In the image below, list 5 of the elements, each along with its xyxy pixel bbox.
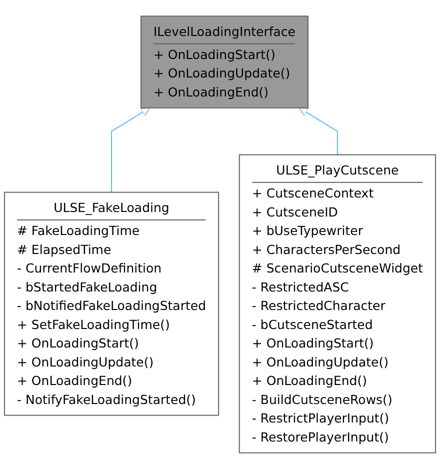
- node-box: ILevelLoadingInterface + OnLoadingStart() + OnLoadingUpdate() + OnLoadingEnd(): [140, 16, 309, 108]
- node-box: ULSE_PlayCutscene + CutsceneContext + CutsceneID + bUseTypewriter + CharactersPerSecond # ScenarioCutsceneWidget - RestrictedASC - RestrictedCharacter - bCutsceneStarted + OnLoadingStart() + OnLoadingUpdate() + OnLoadingEnd() - BuildCutsceneRows() - RestrictPlayerInput() - RestorePlayerInput(): [238, 154, 436, 454]
- node-box: ULSE_FakeLoading # FakeLoadingTime # ElapsedTime - CurrentFlowDefinition - bStartedFakeLoading - bNotifiedFakeLoadingStarted + SetFakeLoadingTime() + OnLoadingStart() + OnLoadingUpdate() + OnLoadingEnd() - NotifyFakeLoadingStarted(): [4, 192, 220, 416]
- arrow: [298, 107, 338, 155]
- arrow: [111, 107, 150, 192]
